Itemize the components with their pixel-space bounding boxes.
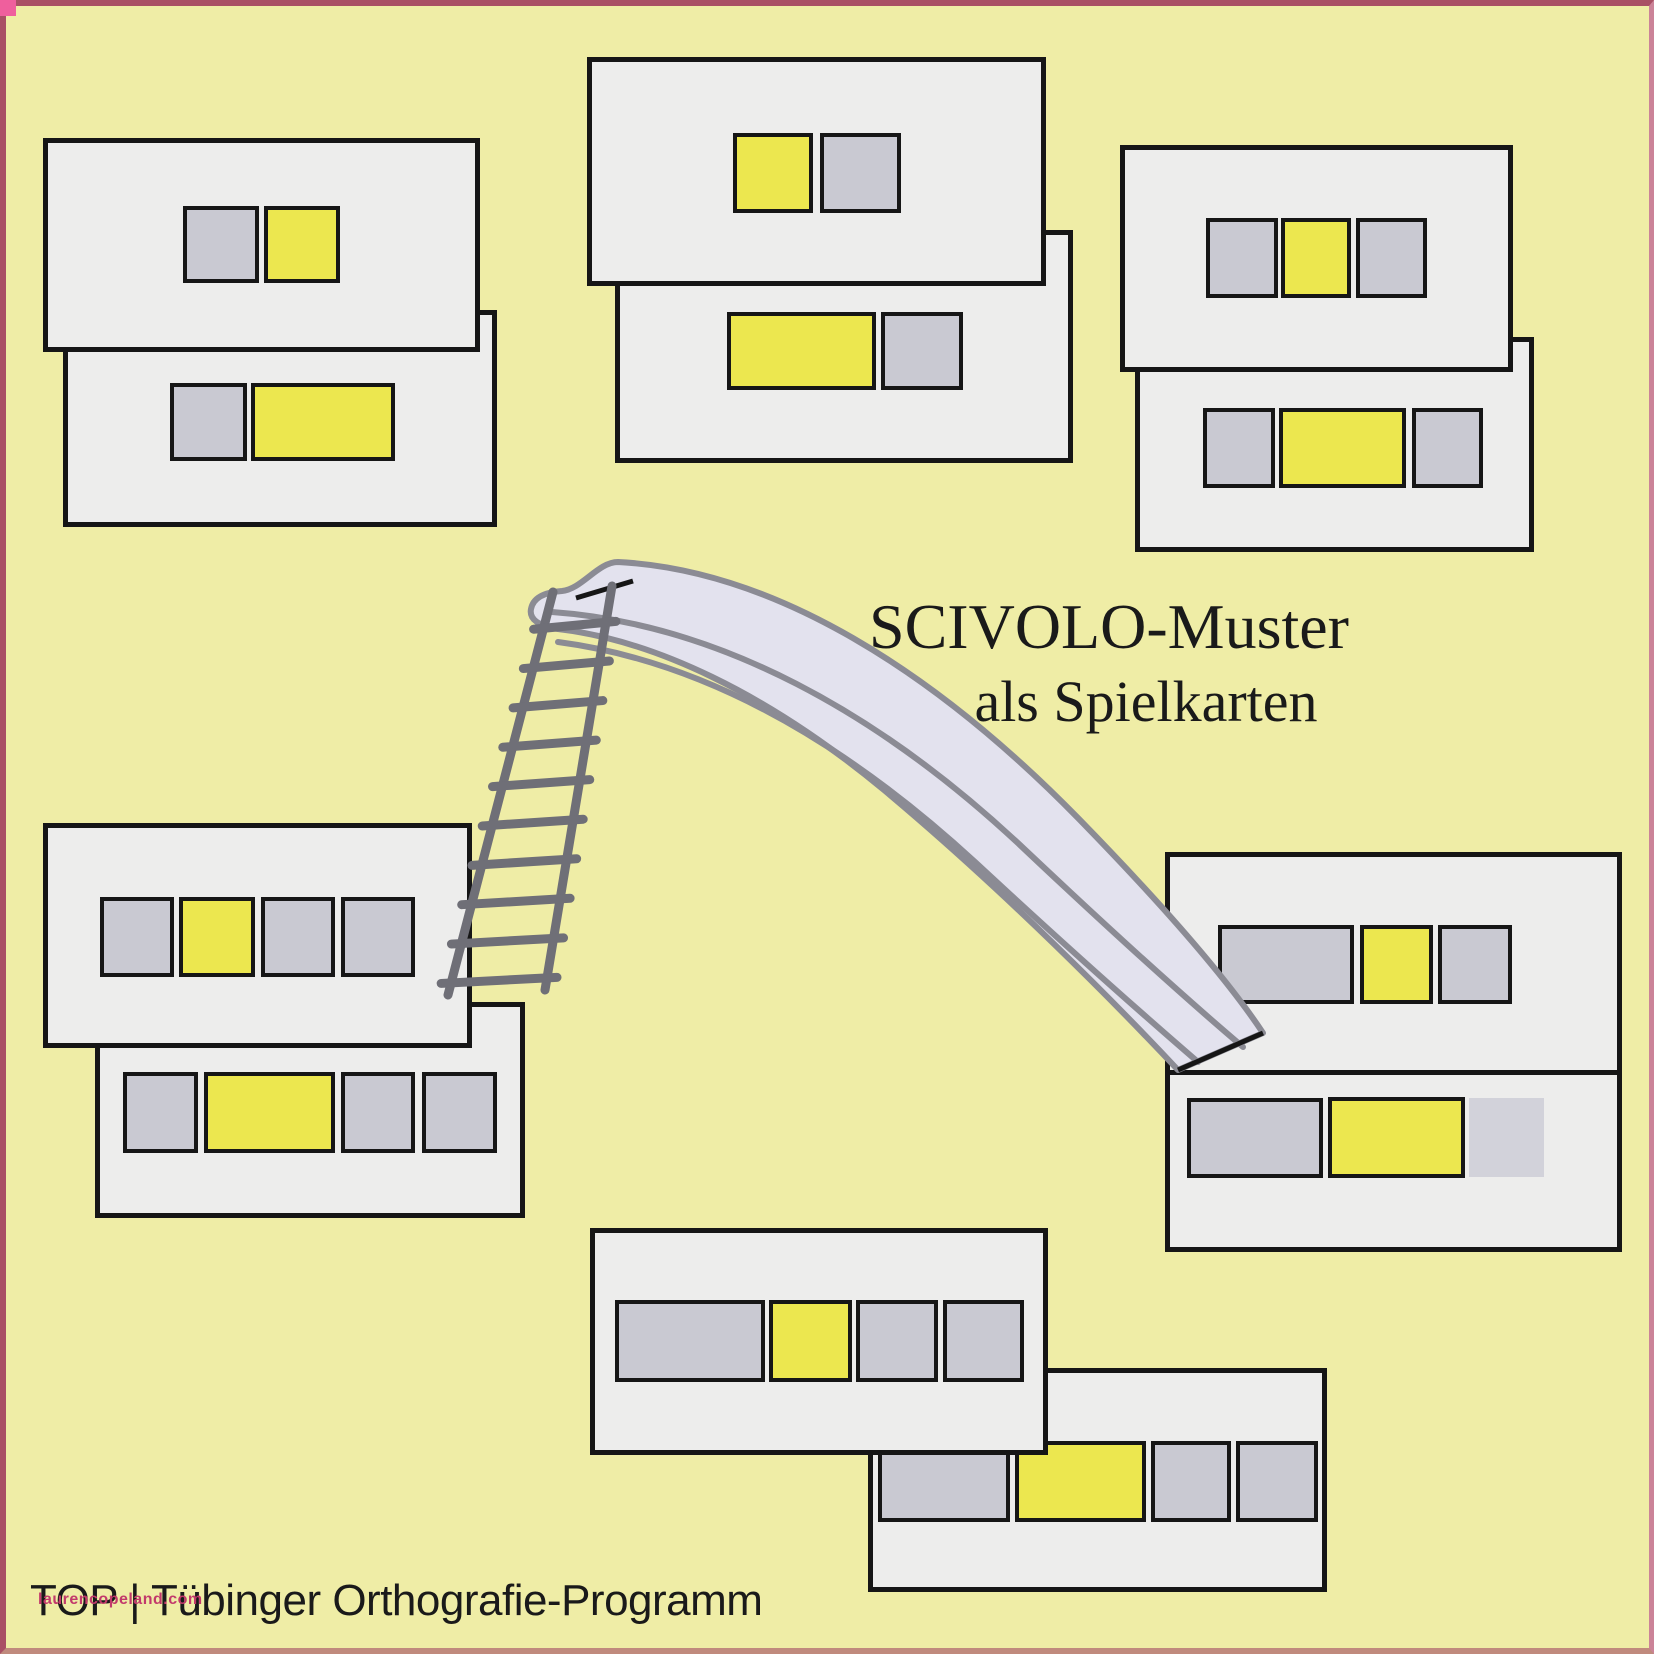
ladder-rung bbox=[477, 814, 588, 831]
slide-platform-edge bbox=[575, 578, 634, 601]
playing-card-top-right-front bbox=[1120, 145, 1513, 372]
pattern-block-gray bbox=[341, 1072, 415, 1153]
pattern-block-gray bbox=[100, 897, 174, 977]
playing-card-top-left-front bbox=[43, 138, 480, 352]
pattern-block-gray bbox=[1206, 218, 1278, 298]
ladder-rung bbox=[529, 616, 621, 634]
pattern-block-yellow bbox=[1360, 925, 1433, 1004]
ladder-rung bbox=[498, 735, 601, 752]
playing-card-mid-left-front bbox=[43, 823, 472, 1048]
playing-card-mid-right-top bbox=[1165, 852, 1622, 1075]
pattern-block-yellow bbox=[179, 897, 255, 977]
pattern-block-gray-light bbox=[1469, 1098, 1544, 1177]
pattern-block-gray bbox=[856, 1300, 938, 1382]
pattern-block-gray bbox=[422, 1072, 497, 1153]
ladder-rail-right bbox=[540, 581, 617, 995]
pattern-block-yellow bbox=[264, 206, 340, 283]
pattern-block-gray bbox=[1218, 925, 1354, 1004]
pattern-block-gray bbox=[1236, 1441, 1318, 1522]
pattern-block-yellow bbox=[251, 383, 395, 461]
page-title-line1: SCIVOLO-Muster bbox=[869, 591, 1349, 662]
pattern-block-gray bbox=[183, 206, 259, 283]
pattern-block-yellow bbox=[1279, 408, 1406, 488]
ladder-rung bbox=[488, 775, 595, 792]
corner-chip bbox=[0, 0, 16, 16]
pattern-block-gray bbox=[1203, 408, 1275, 488]
pattern-block-gray bbox=[943, 1300, 1024, 1382]
playing-card-top-middle-front bbox=[587, 57, 1046, 286]
pattern-block-yellow bbox=[727, 312, 876, 390]
page-title-line2: als Spielkarten bbox=[974, 669, 1318, 734]
pattern-block-yellow bbox=[769, 1300, 852, 1382]
pattern-block-yellow bbox=[204, 1072, 335, 1153]
pattern-block-yellow bbox=[1281, 218, 1351, 298]
ladder-rung bbox=[457, 893, 575, 910]
pattern-block-gray bbox=[1187, 1098, 1323, 1178]
ladder-rung bbox=[518, 656, 614, 674]
pattern-block-gray bbox=[820, 133, 901, 213]
pattern-block-gray bbox=[170, 383, 247, 461]
pattern-block-gray bbox=[1151, 1441, 1231, 1522]
pattern-block-gray bbox=[881, 312, 963, 390]
pattern-block-gray bbox=[341, 897, 415, 977]
playing-card-mid-right-bottom bbox=[1165, 1070, 1622, 1252]
ladder-rung bbox=[467, 854, 582, 870]
playing-card-top-right-back bbox=[1135, 337, 1534, 552]
pattern-block-gray bbox=[615, 1300, 765, 1382]
pattern-block-gray bbox=[1438, 925, 1512, 1004]
watermark-text: laurencopeland.com bbox=[38, 1591, 203, 1608]
playing-card-bottom-middle-front bbox=[590, 1228, 1048, 1455]
pattern-block-gray bbox=[261, 897, 335, 977]
pattern-block-gray bbox=[123, 1072, 198, 1153]
pattern-block-gray bbox=[1356, 218, 1427, 298]
pattern-block-yellow bbox=[1328, 1097, 1465, 1178]
program-caption: TOP | Tübinger Orthografie-Programm bbox=[30, 1576, 763, 1625]
pattern-block-yellow bbox=[733, 133, 813, 213]
pattern-block-gray bbox=[1412, 408, 1483, 488]
ladder-rung bbox=[508, 696, 608, 713]
